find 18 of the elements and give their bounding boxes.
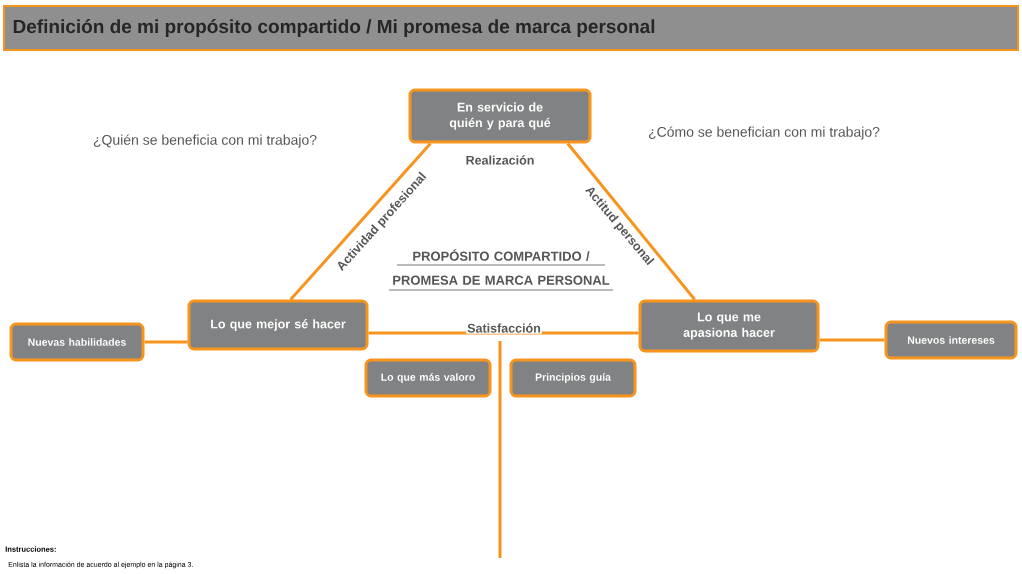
connector-line [566,142,696,301]
process-box: Principios guía [509,358,637,398]
process-box: En servicio de quién y para qué [408,88,592,144]
connector-line [368,331,639,335]
question-text: ¿Quién se beneficia con mi trabajo? [93,134,317,148]
process-box: Lo que mejor sé hacer [187,299,369,351]
connector-line [289,142,432,301]
process-box: Lo que me apasiona hacer [638,299,820,353]
edge-label: Satisfacción [466,322,542,334]
process-box: Nuevas habilidades [9,322,145,362]
connector-line [144,340,188,344]
process-box: Nuevos intereses [884,320,1018,360]
center-statement: PROPÓSITO COMPARTIDO / PROMESA DE MARCA PERSONAL [393,249,610,285]
process-box: Lo que más valoro [364,358,492,398]
title-bar: Definición de mi propósito compartido / Mi promesa de marca personal [3,5,1019,51]
connector-line [819,338,885,342]
corner-label: Realización [466,155,534,165]
question-text: ¿Cómo se benefician con mi trabajo? [648,126,880,140]
